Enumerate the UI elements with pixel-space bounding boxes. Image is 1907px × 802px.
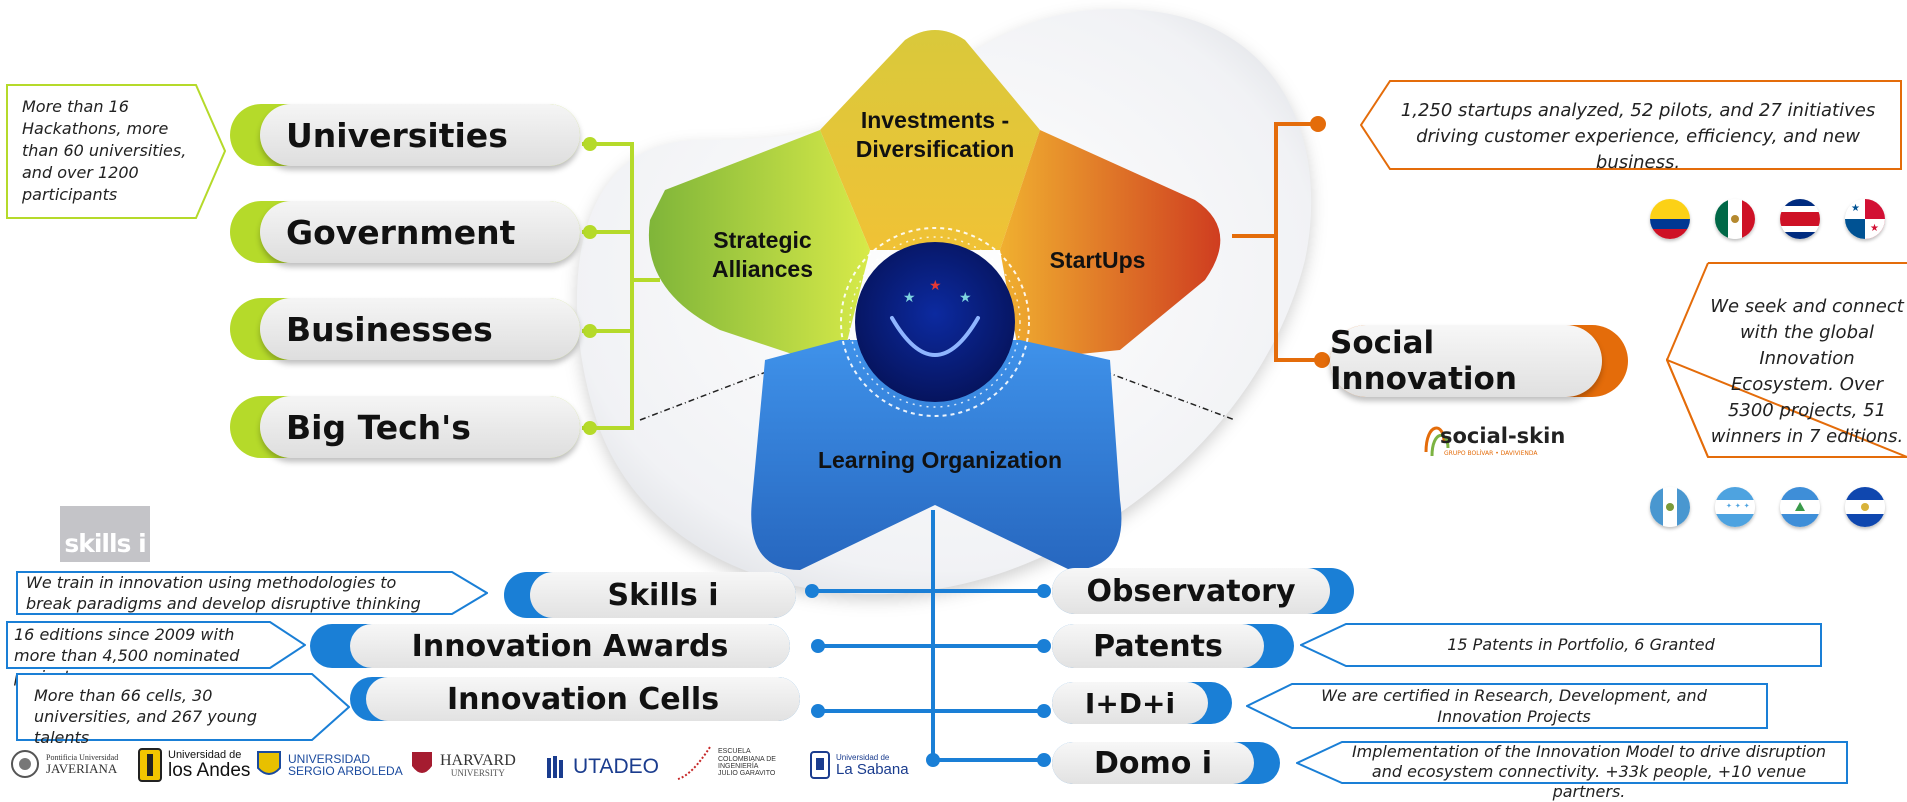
petal-strategic	[648, 130, 870, 370]
guatemala-flag-icon	[1650, 487, 1690, 527]
pill-label: Universities	[260, 104, 580, 166]
petal-label-investments: Investments - Diversification	[855, 107, 1015, 162]
pill-label: Skills i	[530, 572, 796, 618]
pill-label: Social Innovation	[1330, 325, 1602, 397]
pill-government[interactable]: Government	[230, 201, 580, 263]
background-shapes: ★ ★ ★	[576, 9, 1330, 767]
utadeo-logo: UTADEO	[545, 754, 659, 780]
social-innovation-callout: We seek and connect with the global Inno…	[1666, 262, 1907, 458]
panama-flag-icon: ★★	[1845, 199, 1885, 239]
petal-startups	[1000, 130, 1221, 360]
center-logo-circle	[855, 242, 1015, 402]
patents-callout: 15 Patents in Portfolio, 6 Granted	[1300, 623, 1822, 667]
pill-social-innovation[interactable]: Social Innovation	[1330, 325, 1628, 397]
pill-label: Big Tech's	[260, 396, 580, 458]
pill-label: Patents	[1052, 624, 1264, 668]
petal-learning	[751, 340, 1122, 570]
pill-domo-i[interactable]: Domo i	[1052, 742, 1280, 784]
skills-i-logo: skills i	[60, 506, 150, 562]
petal-investments	[820, 30, 1040, 250]
pill-businesses[interactable]: Businesses	[230, 298, 580, 360]
costa-rica-flag-icon	[1780, 199, 1820, 239]
pill-label: Government	[260, 201, 580, 263]
innovation-cells-callout: More than 66 cells, 30 universities, and…	[16, 673, 350, 747]
el-salvador-flag-icon	[1845, 487, 1885, 527]
pill-skills-i[interactable]: Skills i	[504, 572, 796, 618]
pill-innovation-awards[interactable]: Innovation Awards	[310, 624, 790, 668]
pill-label: I+D+i	[1052, 682, 1208, 724]
universities-callout: More than 16 Hackathons, more than 60 un…	[6, 84, 226, 219]
social-skin-logo: social-skin GRUPO BOLÍVAR • DAVIVIENDA	[1422, 410, 1582, 466]
smile-icon	[890, 316, 980, 357]
svg-text:★: ★	[959, 290, 972, 306]
nicaragua-flag-icon	[1780, 487, 1820, 527]
pill-label: Observatory	[1052, 568, 1330, 614]
honduras-flag-icon: ✦✦✦	[1715, 487, 1755, 527]
pill-label: Innovation Awards	[350, 624, 790, 668]
pill-label: Businesses	[260, 298, 580, 360]
idi-callout: We are certified in Research, Developmen…	[1246, 683, 1768, 729]
pill-label: Innovation Cells	[366, 677, 800, 721]
petal-label-strategic: Strategic Alliances	[712, 227, 813, 282]
pill-big-techs[interactable]: Big Tech's	[230, 396, 580, 458]
petal-label-startups: StartUps	[1049, 247, 1146, 273]
pill-label: Domo i	[1052, 742, 1254, 784]
pill-observatory[interactable]: Observatory	[1052, 568, 1354, 614]
skills-i-callout: We train in innovation using methodologi…	[16, 571, 488, 615]
pill-idi[interactable]: I+D+i	[1052, 682, 1232, 724]
domo-i-callout: Implementation of the Innovation Model t…	[1296, 741, 1848, 801]
svg-text:★: ★	[929, 278, 942, 294]
svg-text:★: ★	[903, 290, 916, 306]
petal-label-learning: Learning Organization	[817, 447, 1063, 473]
mexico-flag-icon	[1715, 199, 1755, 239]
pill-patents[interactable]: Patents	[1052, 624, 1294, 668]
pill-innovation-cells[interactable]: Innovation Cells	[350, 677, 800, 721]
pill-universities[interactable]: Universities	[230, 104, 580, 166]
startups-callout: 1,250 startups analyzed, 52 pilots, and …	[1360, 80, 1902, 173]
colombia-flag-icon	[1650, 199, 1690, 239]
innovation-awards-callout: 16 editions since 2009 with more than 4,…	[6, 621, 306, 686]
